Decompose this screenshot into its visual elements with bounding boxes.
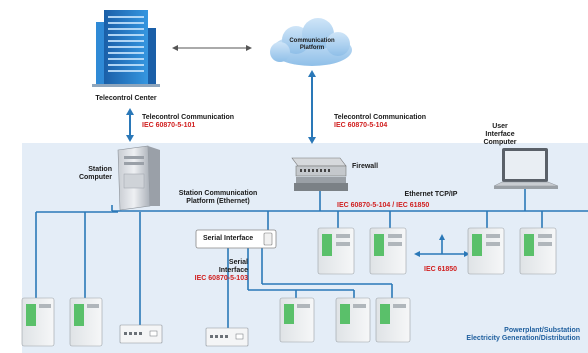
rtu-module (119, 324, 163, 344)
station-platform-line1: Station Communication (178, 190, 258, 197)
ied-device (69, 297, 103, 347)
ied-device (369, 227, 407, 275)
telecontrol-left-standard: IEC 60870-5-101 (142, 122, 196, 129)
ied-device (335, 297, 371, 343)
serial-interface-box-label: Serial Interface (203, 235, 254, 242)
telecontrol-left-link-label: Telecontrol Communication IEC 60870-5-10… (142, 114, 234, 130)
ethernet-link-label: Ethernet TCP/IP (378, 191, 484, 199)
serial-interface-box (195, 229, 277, 249)
footer-label: Powerplant/Substation Electricity Genera… (440, 327, 580, 343)
ied-device (317, 227, 355, 275)
user-interface-line3: Computer (483, 139, 517, 146)
telecontrol-left-arrow (126, 108, 134, 142)
serial-standard: IEC 60870-5-103 (194, 275, 248, 282)
station-computer-line2: Computer (78, 174, 112, 181)
serial-line1: Serial (228, 259, 248, 266)
telecontrol-right-link-label: Telecontrol Communication IEC 60870-5-10… (334, 114, 426, 130)
cloud-icon (270, 18, 352, 66)
ethernet-title: Ethernet TCP/IP (404, 191, 458, 198)
ied-device (279, 297, 315, 343)
communication-platform-line1: Communication (289, 38, 335, 44)
firewall-label: Firewall (352, 163, 379, 170)
communication-platform-line2: Platform (299, 45, 325, 51)
ied-device (467, 227, 505, 275)
laptop-icon (493, 148, 559, 189)
ethernet-standard: IEC 60870-5-104 / IEC 61850 (337, 202, 430, 209)
user-interface-line1: User (492, 123, 508, 130)
building-cloud-arrow (172, 45, 252, 51)
iec61850-arrow (414, 234, 470, 257)
firewall-icon (291, 157, 348, 191)
station-platform-line2: Platform (Ethernet) (186, 198, 250, 205)
rtu-module (205, 327, 249, 347)
telecontrol-right-arrow (308, 70, 316, 144)
user-interface-line2: Interface (485, 131, 515, 138)
communication-platform-label: Communication Platform (280, 38, 344, 52)
ethernet-backbone (35, 189, 588, 328)
telecontrol-right-standard: IEC 60870-5-104 (334, 122, 388, 129)
telecontrol-right-title: Telecontrol Communication (334, 114, 427, 121)
server-icon (117, 145, 160, 211)
telecontrol-center-label: Telecontrol Center (95, 95, 157, 102)
ied-device (375, 297, 411, 343)
iec61850-label: IEC 61850 (424, 266, 458, 273)
station-platform-label: Station Communication Platform (Ethernet… (170, 190, 266, 206)
building-icon (92, 10, 160, 87)
station-computer-line1: Station (88, 166, 112, 173)
ied-device (21, 297, 55, 347)
station-computer-label: Station Computer (60, 166, 112, 182)
footer-line2: Electricity Generation/Distribution (466, 335, 580, 342)
footer-line1: Powerplant/Substation (504, 327, 580, 334)
ied-device (519, 227, 557, 275)
user-interface-computer-label: User Interface Computer (480, 123, 520, 147)
serial-line2: Interface (218, 267, 248, 274)
serial-link-label: Serial Interface IEC 60870-5-103 (176, 259, 248, 283)
telecontrol-left-title: Telecontrol Communication (142, 114, 235, 121)
